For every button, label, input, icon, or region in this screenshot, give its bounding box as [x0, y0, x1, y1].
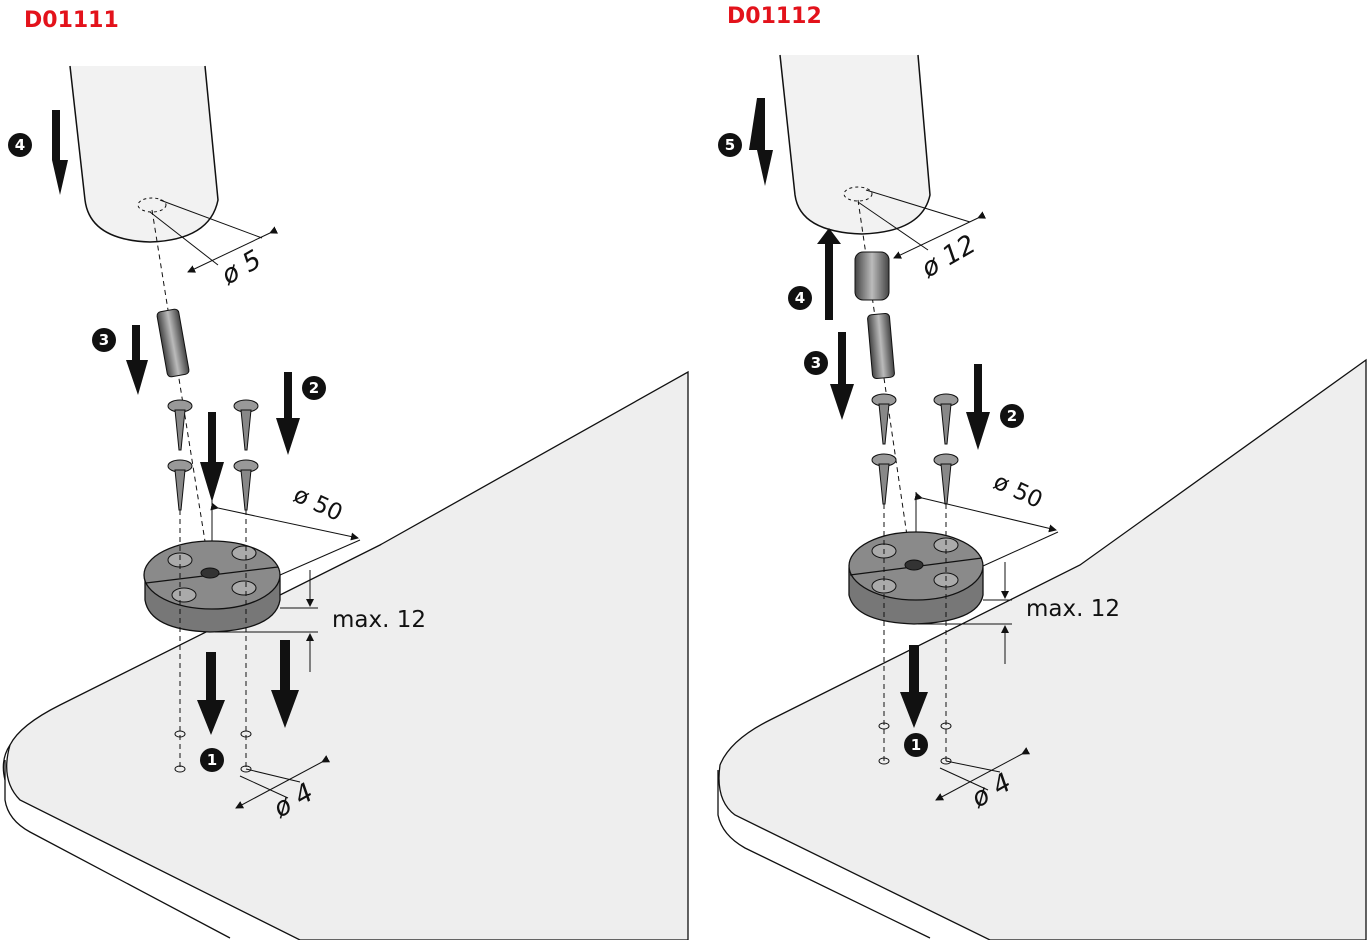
left-screw	[167, 459, 193, 511]
left-step-1: 1	[207, 751, 217, 769]
right-plate-max-dim: max. 12	[1026, 596, 1120, 622]
right-plate-dia-dim: ø 50	[989, 469, 1046, 514]
right-screw	[871, 453, 897, 505]
right-table-leg	[779, 54, 931, 235]
right-threaded-rod	[867, 312, 895, 380]
right-mounting-plate	[848, 531, 984, 625]
right-step-1: 1	[911, 736, 921, 754]
right-panel: ø 12	[717, 54, 1367, 940]
left-product-code: D01111	[24, 8, 119, 33]
right-table-top	[718, 358, 1367, 940]
left-panel: ø 5	[2, 65, 689, 940]
right-screw	[933, 453, 959, 505]
left-plate-dia-dim: ø 50	[289, 482, 346, 527]
right-step-3: 3	[811, 354, 821, 372]
right-step-2: 2	[1007, 407, 1017, 425]
left-table-top	[6, 370, 689, 940]
right-leg-hole-dim: ø 12	[916, 229, 981, 284]
right-screw	[871, 393, 897, 445]
right-step-5: 5	[725, 136, 735, 154]
right-product-code: D01112	[727, 4, 822, 29]
left-leg-hole-dim: ø 5	[216, 245, 267, 292]
right-step-4: 4	[795, 289, 805, 307]
left-hanger-bolt	[156, 308, 190, 378]
left-plate-max-dim: max. 12	[332, 607, 426, 633]
left-step-2: 2	[309, 379, 319, 397]
right-screw	[933, 393, 959, 445]
left-screw	[233, 459, 259, 511]
left-mounting-plate	[143, 540, 281, 633]
left-screw	[167, 399, 193, 451]
left-step-3: 3	[99, 331, 109, 349]
left-table-leg	[69, 65, 219, 243]
right-threaded-insert	[854, 251, 890, 301]
left-screw	[233, 399, 259, 451]
left-step-4: 4	[15, 136, 25, 154]
